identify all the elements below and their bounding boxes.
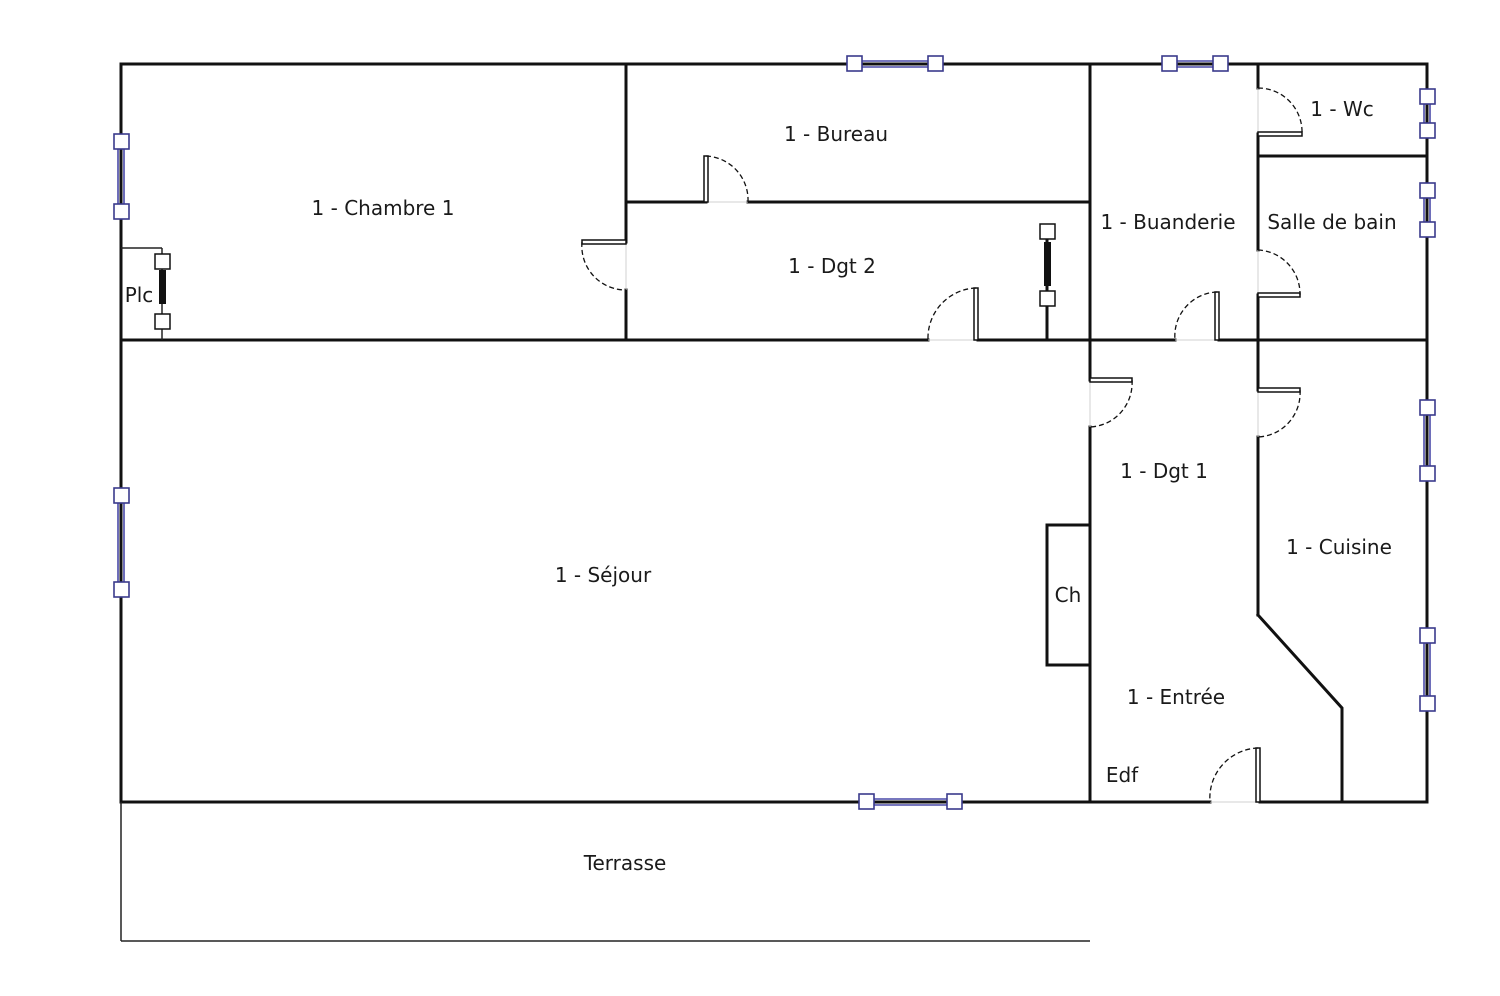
interior-walls — [119, 62, 1429, 804]
label-sejour: 1 - Séjour — [555, 563, 652, 587]
window-bureau — [846, 55, 944, 72]
window-chambre — [113, 133, 130, 220]
label-chambre: 1 - Chambre 1 — [312, 196, 455, 220]
label-edf: Edf — [1106, 763, 1139, 787]
label-terrasse: Terrasse — [583, 851, 667, 875]
label-bureau: 1 - Bureau — [784, 122, 888, 146]
doors — [581, 87, 1303, 803]
label-wc: 1 - Wc — [1310, 97, 1373, 121]
door-buanderie — [1174, 291, 1220, 341]
door-salle-de-bain — [1257, 249, 1301, 298]
door-bureau — [703, 155, 749, 203]
door-sejour-dgt1 — [1089, 377, 1133, 428]
dgt2-opening — [1039, 223, 1056, 307]
window-sejour — [113, 487, 130, 598]
outer-walls — [119, 62, 1429, 804]
label-buanderie: 1 - Buanderie — [1100, 210, 1235, 234]
window-cuisine-upper — [1419, 399, 1436, 482]
door-wc — [1257, 87, 1303, 137]
room-labels: 1 - Chambre 1 1 - Bureau 1 - Wc 1 - Buan… — [125, 97, 1397, 875]
window-sejour-bay — [858, 793, 963, 810]
label-plc: Plc — [125, 283, 154, 307]
door-dgt2 — [927, 287, 979, 341]
door-entree — [1209, 747, 1261, 803]
door-cuisine — [1257, 387, 1301, 438]
windows — [113, 55, 1436, 810]
label-cuisine: 1 - Cuisine — [1286, 535, 1392, 559]
label-entree: 1 - Entrée — [1127, 685, 1225, 709]
door-chambre — [581, 239, 627, 291]
label-dgt2: 1 - Dgt 2 — [788, 254, 876, 278]
window-cuisine-lower — [1419, 627, 1436, 712]
plc-opening — [154, 253, 171, 330]
label-dgt1: 1 - Dgt 1 — [1120, 459, 1208, 483]
window-salle-de-bain — [1419, 182, 1436, 238]
window-wc — [1419, 88, 1436, 139]
window-buanderie — [1161, 55, 1229, 72]
label-salle-de-bain: Salle de bain — [1267, 210, 1396, 234]
terrasse-outline — [120, 802, 1090, 942]
label-ch: Ch — [1055, 583, 1082, 607]
